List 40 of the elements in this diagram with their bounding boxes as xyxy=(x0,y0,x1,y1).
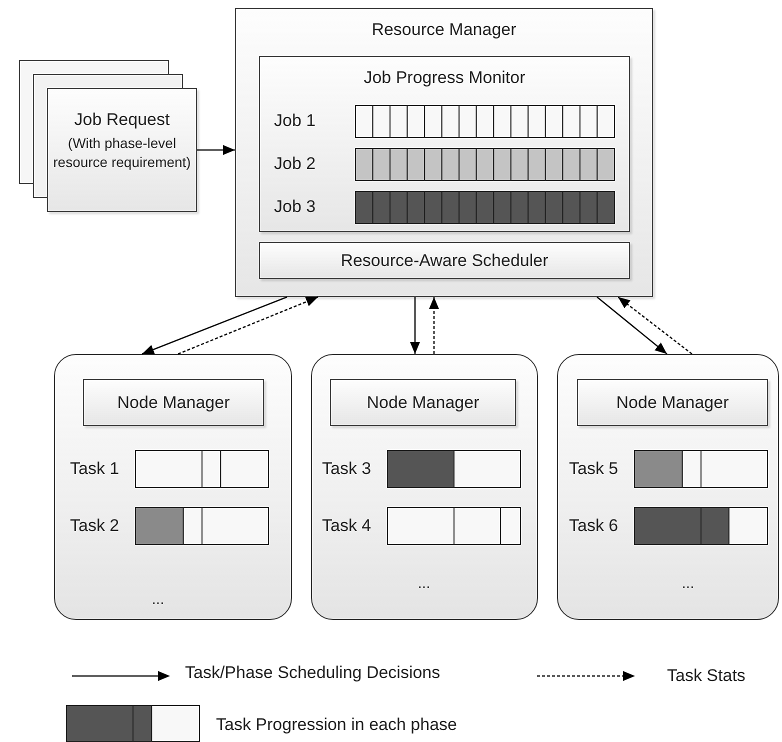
ellipsis-text: ... xyxy=(682,576,694,591)
row-label: Job 2 xyxy=(274,155,316,172)
ellipsis-text: ... xyxy=(418,576,430,591)
process-box xyxy=(330,379,516,426)
node-subtitle: (With phase-level resource requirement) xyxy=(52,134,192,172)
node-container xyxy=(311,354,538,620)
legend-text: Task Progression in each phase xyxy=(216,716,457,733)
node-title: Resource-Aware Scheduler xyxy=(340,250,548,272)
dashed-arrow xyxy=(618,296,692,355)
arrow xyxy=(596,296,668,354)
node-container xyxy=(557,354,779,620)
node-container xyxy=(54,354,292,620)
node-title: Node Manager xyxy=(366,392,480,414)
row-label: Task 1 xyxy=(70,460,120,477)
row-label: Task 6 xyxy=(569,517,618,534)
node-title: Node Manager xyxy=(117,392,230,414)
row-label: Task 4 xyxy=(322,517,372,534)
process-box xyxy=(83,379,264,426)
node-title: Job Progress Monitor xyxy=(364,67,526,89)
ellipsis-text: ... xyxy=(152,592,164,607)
arrow xyxy=(197,145,235,155)
dashed-arrow xyxy=(178,296,318,355)
process-box xyxy=(577,379,768,426)
node-title: Job Request xyxy=(74,109,170,130)
node-title: Resource Manager xyxy=(372,19,516,41)
node-title: Node Manager xyxy=(616,392,729,414)
arrow xyxy=(410,297,420,354)
row-label: Task 2 xyxy=(70,517,120,534)
arrow xyxy=(142,296,288,355)
legend-text: Task/Phase Scheduling Decisions xyxy=(185,664,440,681)
row-label: Task 5 xyxy=(569,460,618,477)
legend-text: Task Stats xyxy=(667,667,746,684)
row-label: Task 3 xyxy=(322,460,372,477)
dashed-arrow xyxy=(429,297,439,354)
process-box xyxy=(259,56,630,232)
process-box xyxy=(259,242,630,279)
row-label: Job 3 xyxy=(274,198,316,215)
request-card xyxy=(47,88,197,212)
manager-panel xyxy=(235,8,653,297)
row-label: Job 1 xyxy=(274,112,316,129)
